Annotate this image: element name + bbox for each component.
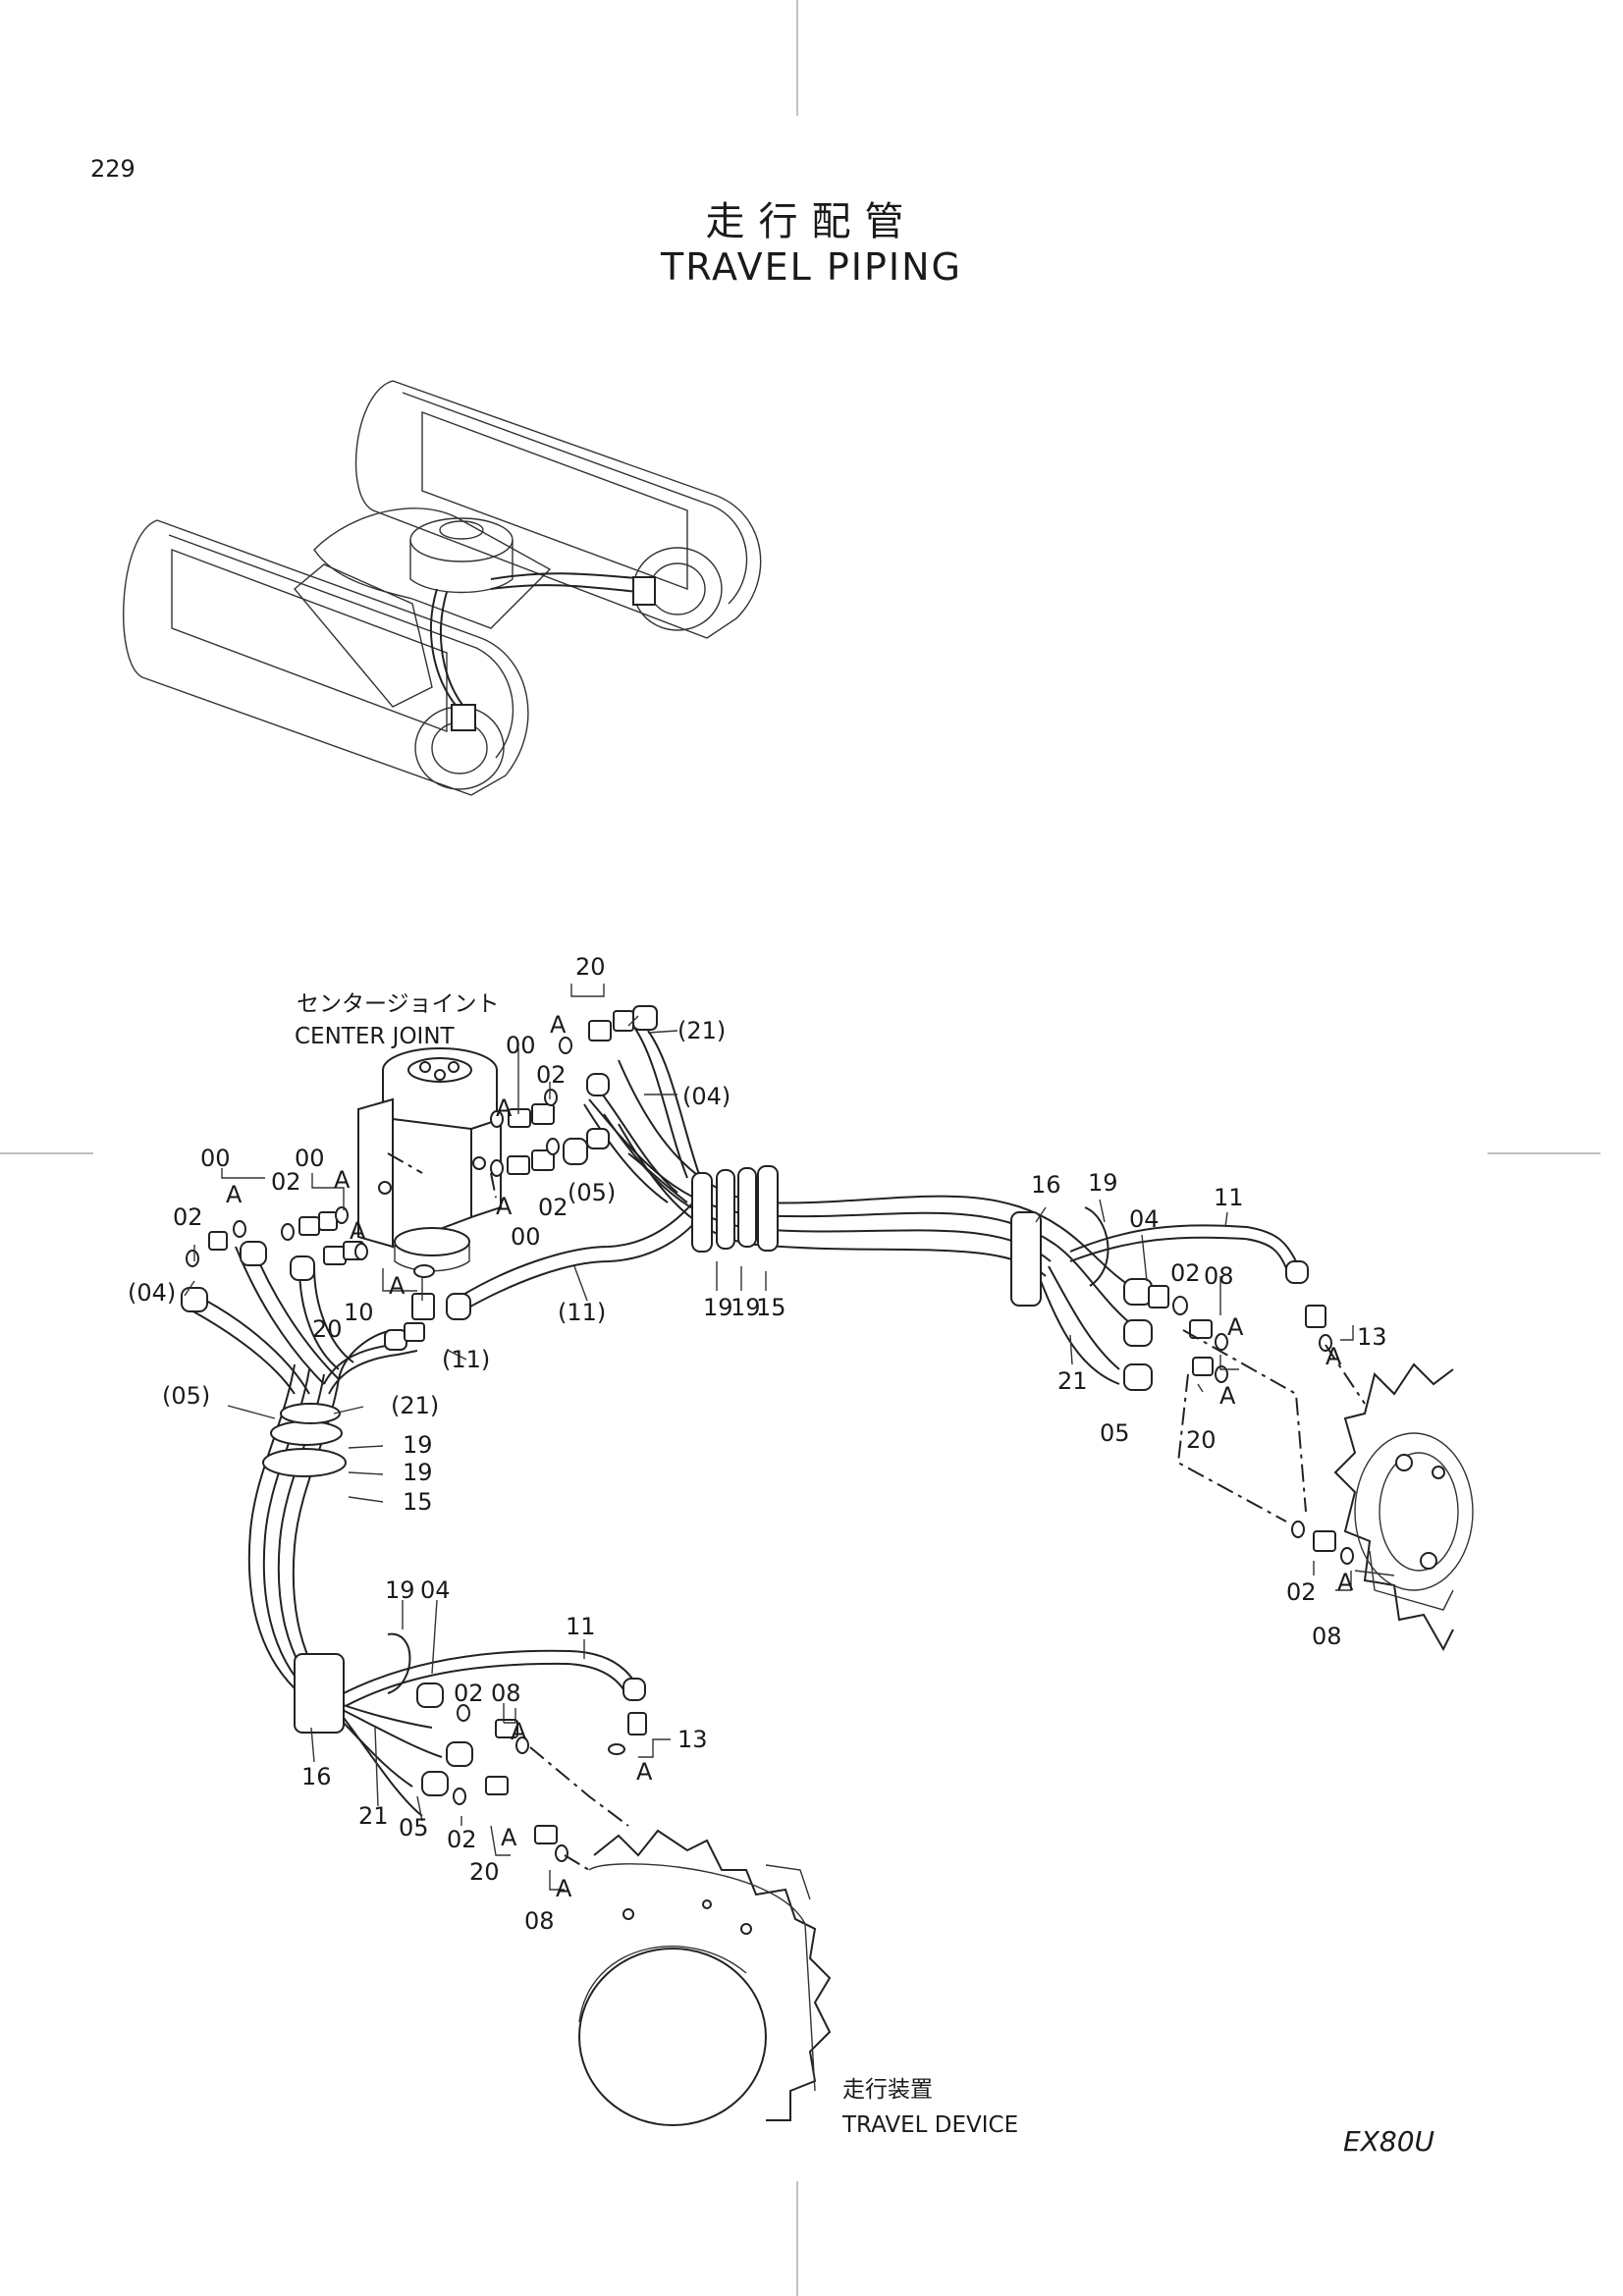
part-label-05-paren: (05) [162,1382,210,1410]
part-label-05-paren: (05) [568,1179,616,1206]
lower-travel-device [578,1829,832,2126]
detail-marker-a: A [1337,1569,1354,1596]
title-japanese: 走行配管 [705,199,918,244]
overview-undercarriage [123,380,762,796]
part-label-11-paren: (11) [442,1346,490,1373]
part-label-08: 08 [1312,1623,1342,1650]
part-label-16: 16 [301,1763,332,1790]
detail-marker-a: A [501,1824,517,1851]
detail-marker-a: A [1227,1313,1244,1341]
detail-marker-a: A [556,1875,572,1902]
hose-clamps [262,1165,1109,1734]
title-english: TRAVEL PIPING [660,245,962,289]
part-label-08: 08 [1204,1262,1234,1290]
part-label-08: 08 [524,1907,555,1935]
part-label-08: 08 [491,1680,521,1707]
model-code: EX80U [1343,2125,1434,2158]
page-number: 229 [90,155,135,183]
part-label-21-paren: (21) [391,1392,439,1419]
part-label-02: 02 [1286,1578,1317,1606]
detail-marker-a: A [496,1193,513,1220]
part-label-00: 00 [200,1145,231,1172]
detail-marker-a: A [496,1095,513,1122]
detail-marker-a: A [350,1217,366,1245]
part-label-11: 11 [566,1613,596,1640]
detail-marker-a: A [636,1758,653,1786]
fittings [181,1005,1354,1862]
part-label-19: 19 [403,1459,433,1486]
part-label-20: 20 [312,1315,343,1343]
part-label-00: 00 [506,1032,536,1059]
detail-marker-a: A [550,1011,567,1039]
part-label-19: 19 [385,1576,415,1604]
part-label-16: 16 [1031,1171,1061,1199]
part-label-05: 05 [399,1814,429,1842]
part-label-19: 19 [1088,1169,1118,1197]
part-label-13: 13 [1357,1323,1387,1351]
part-label-02: 02 [447,1826,477,1853]
travel-device-label-en: TRAVEL DEVICE [841,2112,1018,2138]
part-label-02: 02 [173,1203,203,1231]
part-label-20: 20 [1186,1426,1217,1454]
center-joint-label-jp: センタージョイント [297,991,500,1017]
part-label-19: 19 [703,1294,733,1321]
part-label-00: 00 [511,1223,541,1251]
center-joint-label-en: CENTER JOINT [295,1024,456,1049]
part-label-15: 15 [403,1488,433,1516]
part-label-13: 13 [677,1726,708,1753]
part-label-11: 11 [1214,1184,1244,1211]
hose-bundle [190,1025,1297,1817]
part-label-21: 21 [1057,1367,1088,1395]
part-label-00: 00 [295,1145,325,1172]
part-label-02: 02 [536,1061,567,1089]
part-label-02: 02 [271,1168,301,1196]
part-label-04-paren: (04) [682,1083,730,1110]
part-label-21: 21 [358,1802,389,1830]
right-travel-device [1333,1362,1474,1652]
part-label-02: 02 [538,1194,568,1221]
part-label-20: 20 [469,1858,500,1886]
detail-marker-a: A [1219,1382,1236,1410]
part-label-04: 04 [1129,1205,1160,1233]
part-label-02: 02 [454,1680,484,1707]
part-label-11-paren: (11) [558,1299,606,1326]
leader-lines [184,984,1354,1891]
detail-marker-a: A [334,1166,351,1194]
detail-marker-a: A [226,1181,243,1208]
part-label-21-paren: (21) [677,1017,726,1044]
part-label-04-paren: (04) [128,1279,176,1307]
detail-marker-a: A [1325,1343,1342,1370]
centerlines [387,1152,1366,1871]
part-label-20: 20 [575,953,606,981]
part-label-10: 10 [344,1299,374,1326]
detail-marker-a: A [389,1272,406,1300]
travel-device-label-jp: 走行装置 [842,2077,933,2103]
detail-marker-a: A [511,1718,527,1745]
part-label-19: 19 [730,1294,761,1321]
center-joint-body [357,1047,502,1272]
part-label-04: 04 [420,1576,451,1604]
part-label-15: 15 [756,1294,786,1321]
part-label-19: 19 [403,1431,433,1459]
part-label-02: 02 [1170,1259,1201,1287]
part-number-labels: 20 A (21) 00 02 A (04) (05) A 02 00 00 0… [128,953,1387,1935]
part-label-05: 05 [1100,1419,1130,1447]
